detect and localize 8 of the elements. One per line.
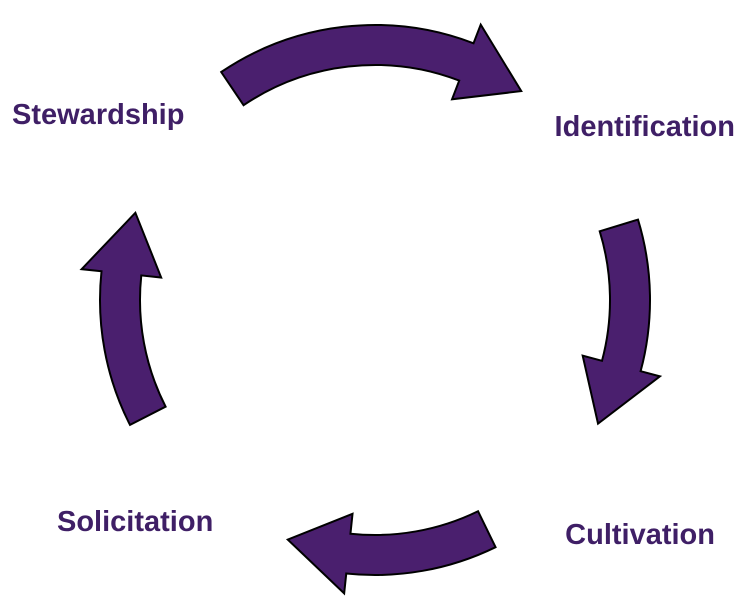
curved-arrow (80, 212, 167, 426)
stage-label: Stewardship (12, 98, 184, 133)
stage-label: Solicitation (57, 505, 214, 540)
curved-arrow (286, 510, 497, 594)
stage-label: Cultivation (565, 518, 715, 553)
stage-label: Identification (554, 110, 735, 145)
curved-arrow (582, 218, 661, 425)
curved-arrow (220, 24, 522, 106)
